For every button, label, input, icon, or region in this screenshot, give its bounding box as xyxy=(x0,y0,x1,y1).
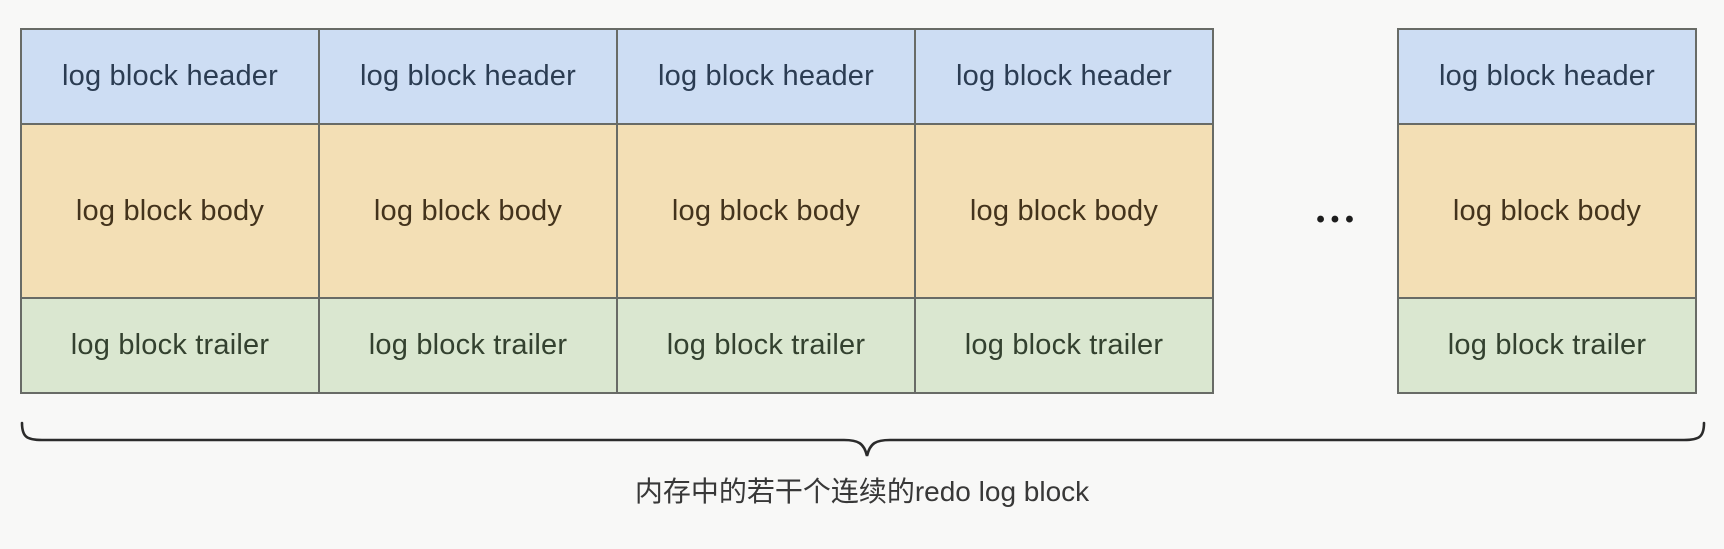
log-block-header-cell: log block header xyxy=(1399,30,1695,125)
diagram-caption: 内存中的若干个连续的redo log block xyxy=(634,476,1090,507)
log-blocks-row: log block header log block body log bloc… xyxy=(20,28,1697,394)
log-block-3: log block header log block body log bloc… xyxy=(616,28,916,394)
log-block-4: log block header log block body log bloc… xyxy=(914,28,1214,394)
log-block-header-cell: log block header xyxy=(618,30,914,125)
log-block-trailer-cell: log block trailer xyxy=(618,299,914,392)
log-block-body-cell: log block body xyxy=(618,125,914,299)
log-block-body-cell: log block body xyxy=(320,125,616,299)
log-block-1: log block header log block body log bloc… xyxy=(20,28,320,394)
log-block-2: log block header log block body log bloc… xyxy=(318,28,618,394)
log-block-last: log block header log block body log bloc… xyxy=(1397,28,1697,394)
log-block-header-cell: log block header xyxy=(916,30,1212,125)
log-block-body-cell: log block body xyxy=(916,125,1212,299)
log-block-body-cell: log block body xyxy=(22,125,318,299)
log-block-trailer-cell: log block trailer xyxy=(916,299,1212,392)
log-block-header-cell: log block header xyxy=(22,30,318,125)
log-block-header-cell: log block header xyxy=(320,30,616,125)
log-block-trailer-cell: log block trailer xyxy=(22,299,318,392)
log-block-trailer-cell: log block trailer xyxy=(320,299,616,392)
ellipsis-more-blocks: ••• xyxy=(1316,206,1360,233)
log-block-trailer-cell: log block trailer xyxy=(1399,299,1695,392)
log-block-body-cell: log block body xyxy=(1399,125,1695,299)
